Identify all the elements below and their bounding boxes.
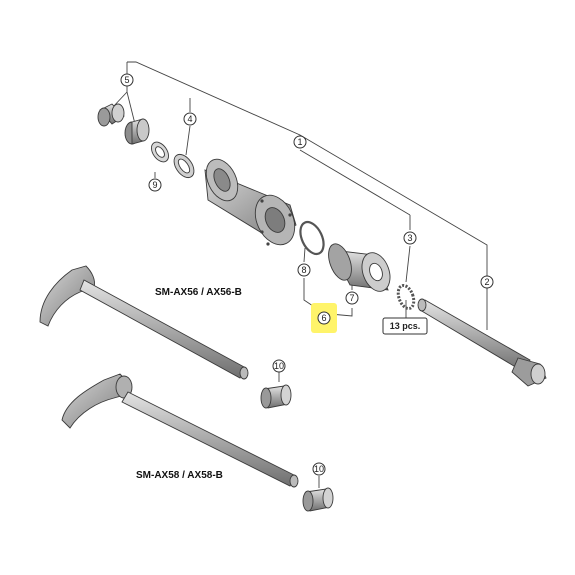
leader-4	[185, 98, 191, 156]
callout-6-highlighted[interactable]: 6	[311, 303, 337, 333]
axle-nut-ax58	[302, 487, 334, 512]
callout-2[interactable]: 2	[480, 275, 494, 289]
axle-shaft-ax56	[79, 279, 247, 379]
callout-4-label: 4	[187, 114, 192, 124]
callout-10-ax56[interactable]: 10	[272, 359, 286, 373]
bearing-ring	[173, 153, 195, 179]
callout-8[interactable]: 8	[297, 263, 311, 277]
leader-3	[405, 215, 411, 283]
thru-axle-ax56	[39, 265, 292, 409]
callout-3[interactable]: 3	[403, 231, 417, 245]
hub-parts	[97, 103, 547, 387]
callout-7-label: 7	[349, 293, 354, 303]
callout-9[interactable]: 9	[148, 178, 162, 192]
callout-10-ax58[interactable]: 10	[312, 462, 326, 476]
leader-3-link	[299, 149, 411, 216]
leader-7	[329, 308, 353, 317]
ball-ring	[396, 283, 416, 311]
o-ring	[299, 220, 325, 256]
pcs-label: 13 pcs.	[390, 321, 421, 331]
end-cap-right	[124, 118, 150, 145]
callout-8-label: 8	[301, 265, 306, 275]
callout-3-label: 3	[407, 233, 412, 243]
callout-5-label: 5	[124, 75, 129, 85]
thru-axle-ax58	[61, 373, 334, 512]
end-cap-left	[97, 103, 125, 127]
callout-6-label: 6	[321, 313, 326, 323]
freehub-body	[328, 243, 391, 292]
callout-7[interactable]: 7	[345, 291, 359, 305]
axle-nut-ax56	[260, 384, 292, 409]
callout-10b-label: 10	[314, 464, 324, 474]
callout-10a-label: 10	[274, 361, 284, 371]
axle-shaft-ax58	[121, 391, 297, 487]
callout-13pcs[interactable]: 13 pcs.	[382, 317, 428, 335]
callout-2-label: 2	[484, 277, 489, 287]
callout-9-label: 9	[152, 180, 157, 190]
hub-axle	[417, 298, 547, 387]
callout-5[interactable]: 5	[120, 73, 134, 87]
callout-4[interactable]: 4	[183, 112, 197, 126]
model-label-ax58: SM-AX58 / AX58-B	[136, 470, 223, 481]
leader-5	[111, 86, 136, 125]
hub-shell	[204, 158, 297, 246]
model-label-ax56: SM-AX56 / AX56-B	[155, 287, 242, 298]
callout-1[interactable]: 1	[293, 135, 307, 149]
callout-1-label: 1	[297, 137, 302, 147]
axle-lever-ax56	[39, 265, 95, 327]
washer	[151, 141, 169, 163]
